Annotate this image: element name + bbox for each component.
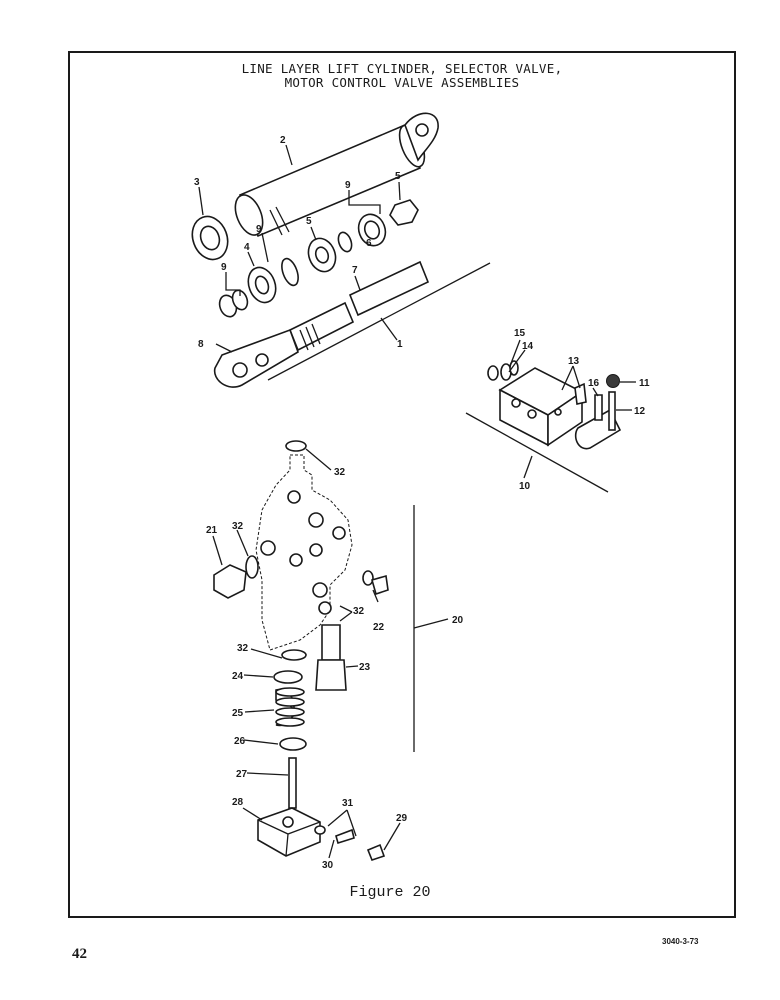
callout-16: 16 (588, 378, 600, 389)
callout-13: 13 (568, 356, 580, 367)
callout-12: 12 (634, 406, 646, 417)
callout-22: 22 (373, 622, 385, 633)
callout-5a: 5 (306, 216, 312, 227)
document-code: 3040-3-73 (662, 937, 699, 946)
callout-5b: 5 (395, 171, 401, 182)
selector-valve-group (465, 360, 622, 493)
callout-4: 4 (244, 242, 250, 253)
callout-32c: 32 (353, 606, 365, 617)
leader-lines (198, 144, 636, 859)
callout-11: 11 (639, 378, 650, 389)
title-line-2: MOTOR CONTROL VALVE ASSEMBLIES (284, 75, 520, 90)
figure-title: LINE LAYER LIFT CYLINDER, SELECTOR VALVE… (68, 62, 736, 90)
callout-9c: 9 (221, 262, 227, 273)
callout-32a: 32 (334, 467, 346, 478)
callout-32b: 32 (232, 521, 244, 532)
callout-9b: 9 (345, 180, 351, 191)
page-number: 42 (72, 946, 87, 962)
motor-control-valve-group (213, 440, 449, 861)
callout-24: 24 (232, 671, 244, 682)
callout-23: 23 (359, 662, 371, 673)
piston-rod (213, 260, 491, 388)
lift-cylinder-group (191, 112, 491, 388)
callout-31: 31 (342, 798, 354, 809)
callout-labels: 1 2 3 4 5 5 6 7 8 9 9 9 10 11 12 13 14 1… (194, 135, 650, 871)
callout-15: 15 (514, 328, 526, 339)
figure-caption: Figure 20 (349, 884, 431, 901)
callout-14: 14 (522, 341, 534, 352)
callout-20: 20 (452, 615, 464, 626)
piston-rings (218, 199, 419, 318)
callout-6: 6 (366, 238, 372, 249)
callout-25: 25 (232, 708, 244, 719)
callout-9a: 9 (256, 224, 262, 235)
callout-28: 28 (232, 797, 244, 808)
callout-10: 10 (519, 481, 531, 492)
gland-nut (191, 215, 229, 261)
callout-32d: 32 (237, 643, 249, 654)
callout-30: 30 (322, 860, 334, 871)
callout-8: 8 (198, 339, 204, 350)
callout-7: 7 (352, 265, 358, 276)
title-line-1: LINE LAYER LIFT CYLINDER, SELECTOR VALVE… (241, 61, 563, 76)
callout-2: 2 (280, 135, 286, 146)
callout-21: 21 (206, 525, 218, 536)
callout-26: 26 (234, 736, 246, 747)
callout-3: 3 (194, 177, 200, 188)
cylinder-barrel (234, 112, 439, 238)
callout-1: 1 (397, 339, 403, 350)
callout-27: 27 (236, 769, 248, 780)
callout-29: 29 (396, 813, 408, 824)
figure-frame (68, 51, 736, 918)
